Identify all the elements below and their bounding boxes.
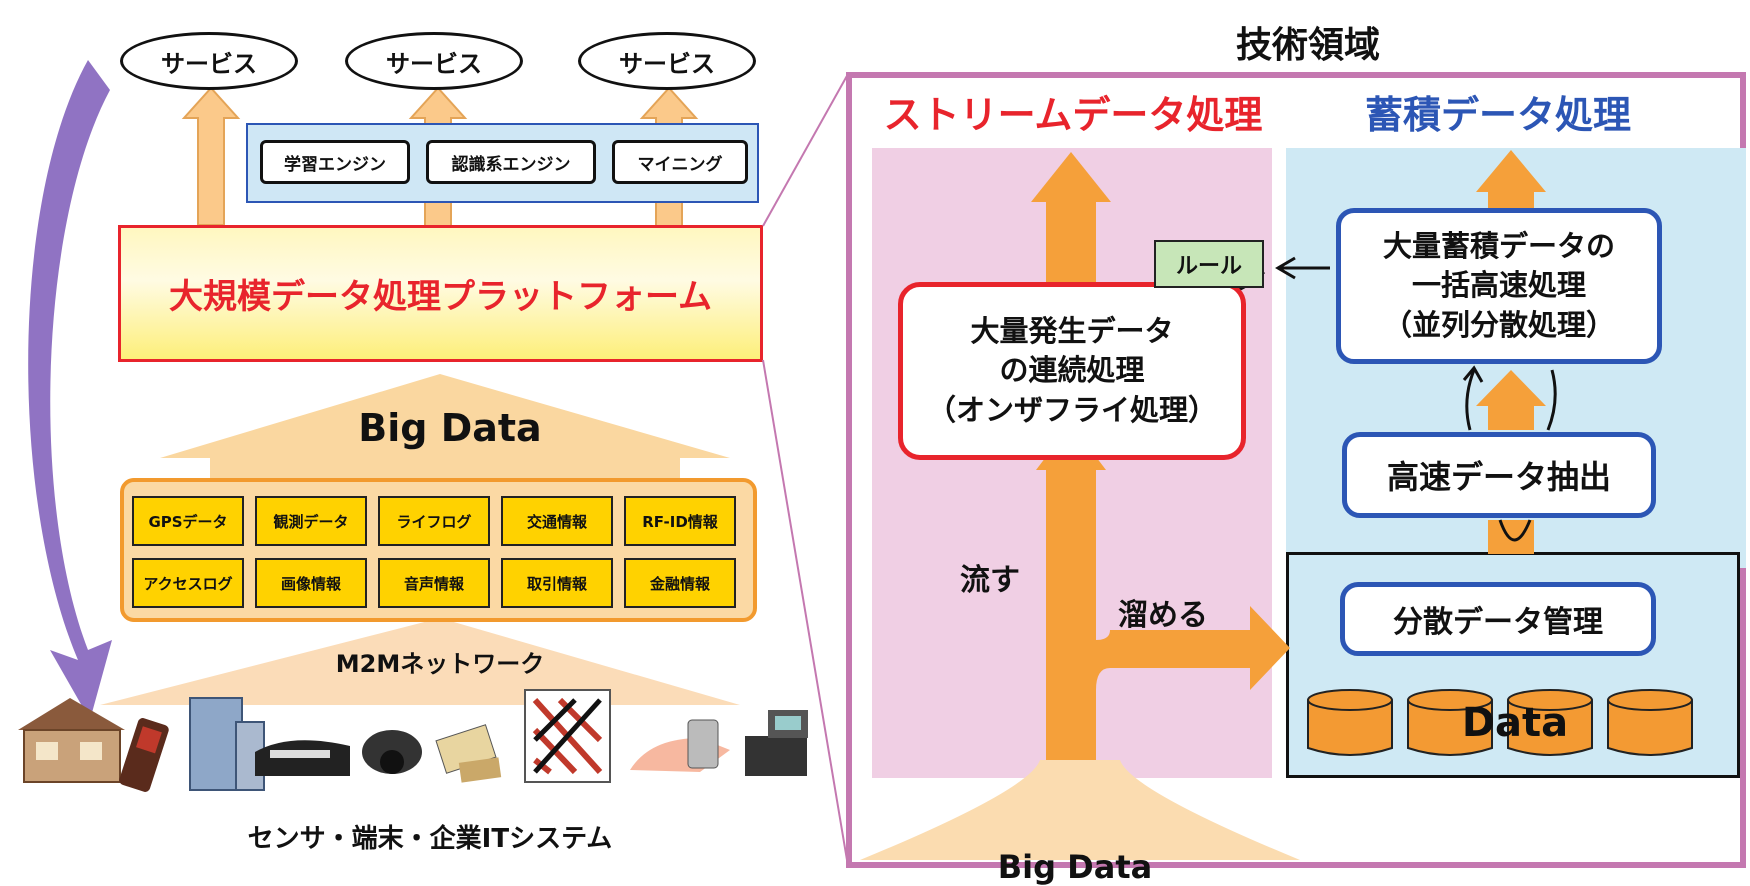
train-icon: [255, 740, 350, 776]
data-item: RF-ID情報: [624, 496, 736, 546]
data-item: 金融情報: [624, 558, 736, 608]
barcode-icon: [524, 689, 611, 783]
data-item: 観測データ: [255, 496, 367, 546]
data-cylinders: [1307, 689, 1693, 756]
batch-box-line: （並列分散処理）: [1382, 307, 1615, 342]
stream-box-line: の連続処理: [999, 353, 1145, 388]
stored-processing-title: 蓄積データ処理: [1364, 93, 1631, 137]
big-data-label: Big Data: [358, 406, 542, 450]
flow-label: 流す: [960, 563, 1020, 598]
data-platform: 大規模データ処理プラットフォーム: [118, 225, 763, 362]
rule-tag: ルール: [1154, 240, 1264, 288]
tech-area-title: 技術領域: [1235, 25, 1380, 66]
phone-icon: [119, 718, 169, 792]
device-icons: [18, 689, 808, 792]
network-label: M2Mネットワーク: [335, 650, 545, 678]
service-node-3: サービス: [578, 32, 756, 90]
house-icon: [18, 698, 125, 783]
stream-box-line: 大量発生データ: [970, 314, 1174, 349]
register-icon: [745, 710, 808, 776]
continuous-processing-box: 大量発生データ の連続処理 （オンザフライ処理）: [898, 282, 1246, 460]
stream-box-line: （オンザフライ処理）: [926, 392, 1217, 427]
data-sources-grid: GPSデータ 観測データ ライフログ 交通情報 RF-ID情報 アクセスログ 画…: [120, 478, 757, 622]
card-icon: [435, 724, 502, 783]
data-item: 交通情報: [501, 496, 613, 546]
sensors-label: センサ・端末・企業ITシステム: [247, 824, 613, 854]
engine-learning: 学習エンジン: [260, 140, 410, 184]
data-item: 画像情報: [255, 558, 367, 608]
data-item: 音声情報: [378, 558, 490, 608]
fast-extract-box: 高速データ抽出: [1342, 432, 1656, 518]
big-data-arrow: [160, 374, 730, 478]
engine-mining: マイニング: [612, 140, 748, 184]
stream-processing-title: ストリームデータ処理: [883, 93, 1263, 137]
data-label: Data: [1461, 700, 1569, 746]
camera-icon: [362, 730, 422, 774]
engine-recognition: 認識系エンジン: [426, 140, 596, 184]
batch-box-line: 一括高速処理: [1411, 268, 1586, 303]
batch-processing-box: 大量蓄積データの 一括高速処理 （並列分散処理）: [1336, 208, 1662, 364]
service-node-2: サービス: [345, 32, 523, 90]
bottom-big-data-arrow: [860, 760, 1300, 860]
data-item: 取引情報: [501, 558, 613, 608]
distributed-data-management-box: 分散データ管理: [1340, 582, 1656, 656]
cycle-arrow: [28, 60, 112, 720]
service-node-1: サービス: [120, 32, 298, 90]
hand-device-icon: [630, 719, 730, 772]
data-item: アクセスログ: [132, 558, 244, 608]
network-triangle: [100, 618, 740, 705]
bottom-big-data-label: Big Data: [997, 848, 1153, 886]
left-diagram-graphics: [28, 60, 740, 720]
store-label: 溜める: [1118, 598, 1208, 633]
building-icon: [189, 697, 265, 791]
data-item: ライフログ: [378, 496, 490, 546]
data-item: GPSデータ: [132, 496, 244, 546]
batch-box-line: 大量蓄積データの: [1382, 229, 1615, 264]
engine-panel: 学習エンジン 認識系エンジン マイニング: [246, 123, 759, 203]
